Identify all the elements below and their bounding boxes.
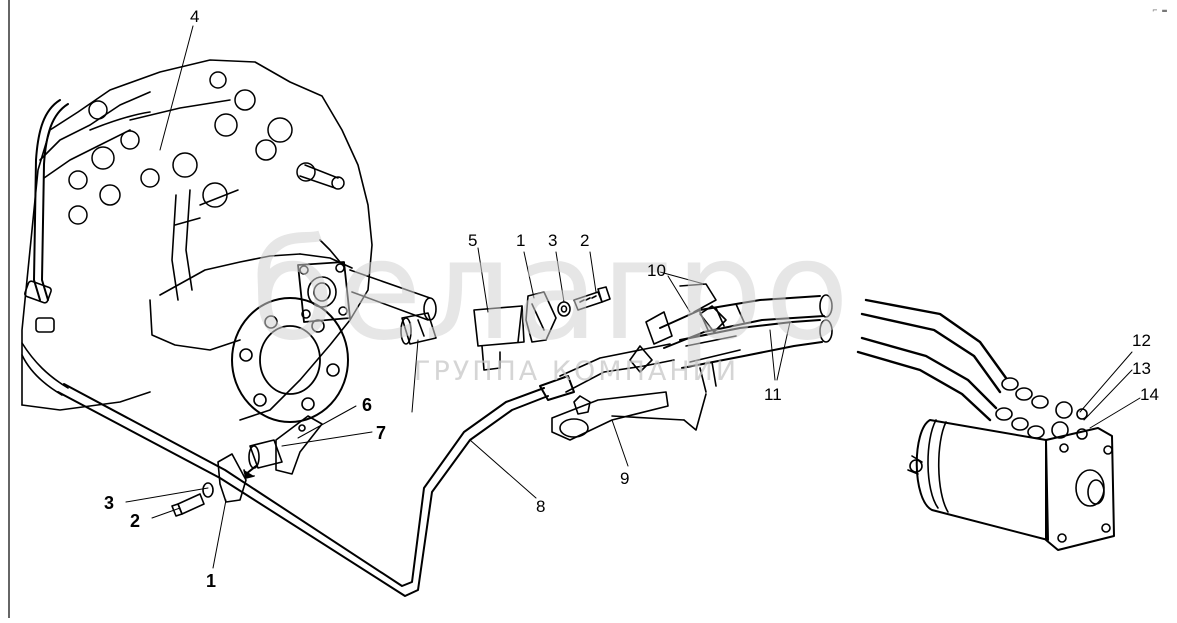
callout-5: 5 [468,231,478,250]
callout-12: 12 [1132,331,1151,350]
watermark-brand: белагро [250,210,852,371]
pipe-clamp-lower [217,453,247,503]
pipe-clamp-mid [525,291,557,343]
hose-assembly [559,283,833,431]
washer-lower [202,482,214,498]
bracket-lower [275,415,323,475]
arrow-indicator [243,465,257,479]
mounting-bracket [473,305,525,371]
hydraulic-motor [907,419,1115,551]
motor-hoses [856,298,1088,440]
support-plate [551,391,669,441]
callout-14: 14 [1140,385,1159,404]
watermark-subtitle: ГРУППА КОМПАНИИ [414,356,740,387]
valve-block-fittings [68,71,345,226]
callout-13: 13 [1132,359,1151,378]
callout-1-mid: 1 [516,231,526,250]
callout-11: 11 [764,385,782,404]
callout-7: 7 [376,423,387,443]
callout-6: 6 [362,395,373,415]
leader-lines [125,25,1141,569]
callout-10: 10 [647,261,666,280]
sleeve-part [400,312,437,345]
callout-2-left: 2 [130,511,141,531]
corner-mark: ⌐ ▬ [1152,6,1167,15]
callout-2-mid: 2 [580,231,590,250]
main-pipe [57,375,575,597]
bolt-mid [573,286,611,311]
callout-9: 9 [620,469,630,488]
callout-8: 8 [536,497,546,516]
callout-3-mid: 3 [548,231,558,250]
gearbox-housing [21,59,437,423]
sleeve-lower [248,439,283,469]
callout-4: 4 [190,7,200,26]
callout-3-left: 3 [104,493,115,513]
callout-1-bottom: 1 [206,571,217,591]
bolt-lower [171,493,205,517]
